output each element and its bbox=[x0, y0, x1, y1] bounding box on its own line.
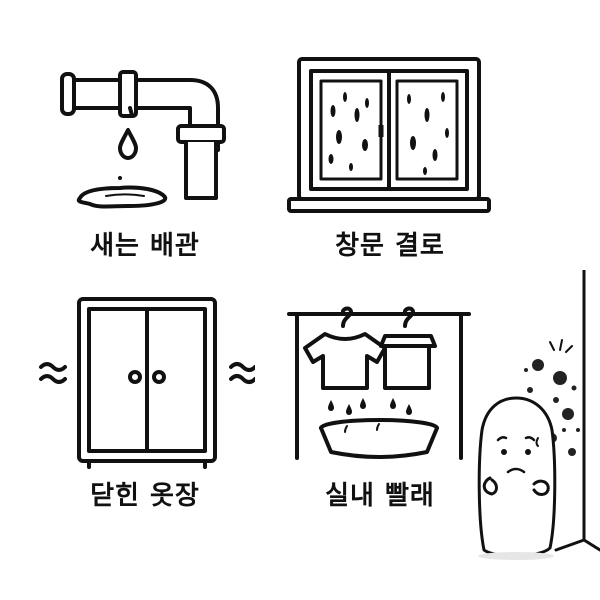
leaking-pipe-icon bbox=[60, 70, 226, 209]
panel-indoor-laundry: 실내 빨래 bbox=[285, 300, 475, 525]
window-condensation-icon bbox=[287, 57, 491, 213]
closed-wardrobe-icon bbox=[39, 297, 255, 469]
wall-corner bbox=[582, 270, 600, 552]
caption-leaking-pipe: 새는 배관 bbox=[90, 231, 200, 261]
caption-window-condensation: 창문 결로 bbox=[335, 231, 445, 261]
panel-closed-wardrobe: 닫힌 옷장 bbox=[35, 295, 255, 525]
caption-closed-wardrobe: 닫힌 옷장 bbox=[90, 481, 200, 511]
panel-window-condensation: 창문 결로 bbox=[285, 55, 495, 270]
panel-leaking-pipe: 새는 배관 bbox=[40, 60, 250, 270]
caption-indoor-laundry: 실내 빨래 bbox=[325, 481, 435, 511]
worried-character-scene bbox=[477, 270, 600, 560]
worried-character-icon bbox=[477, 396, 557, 560]
indoor-laundry-icon bbox=[287, 306, 471, 460]
